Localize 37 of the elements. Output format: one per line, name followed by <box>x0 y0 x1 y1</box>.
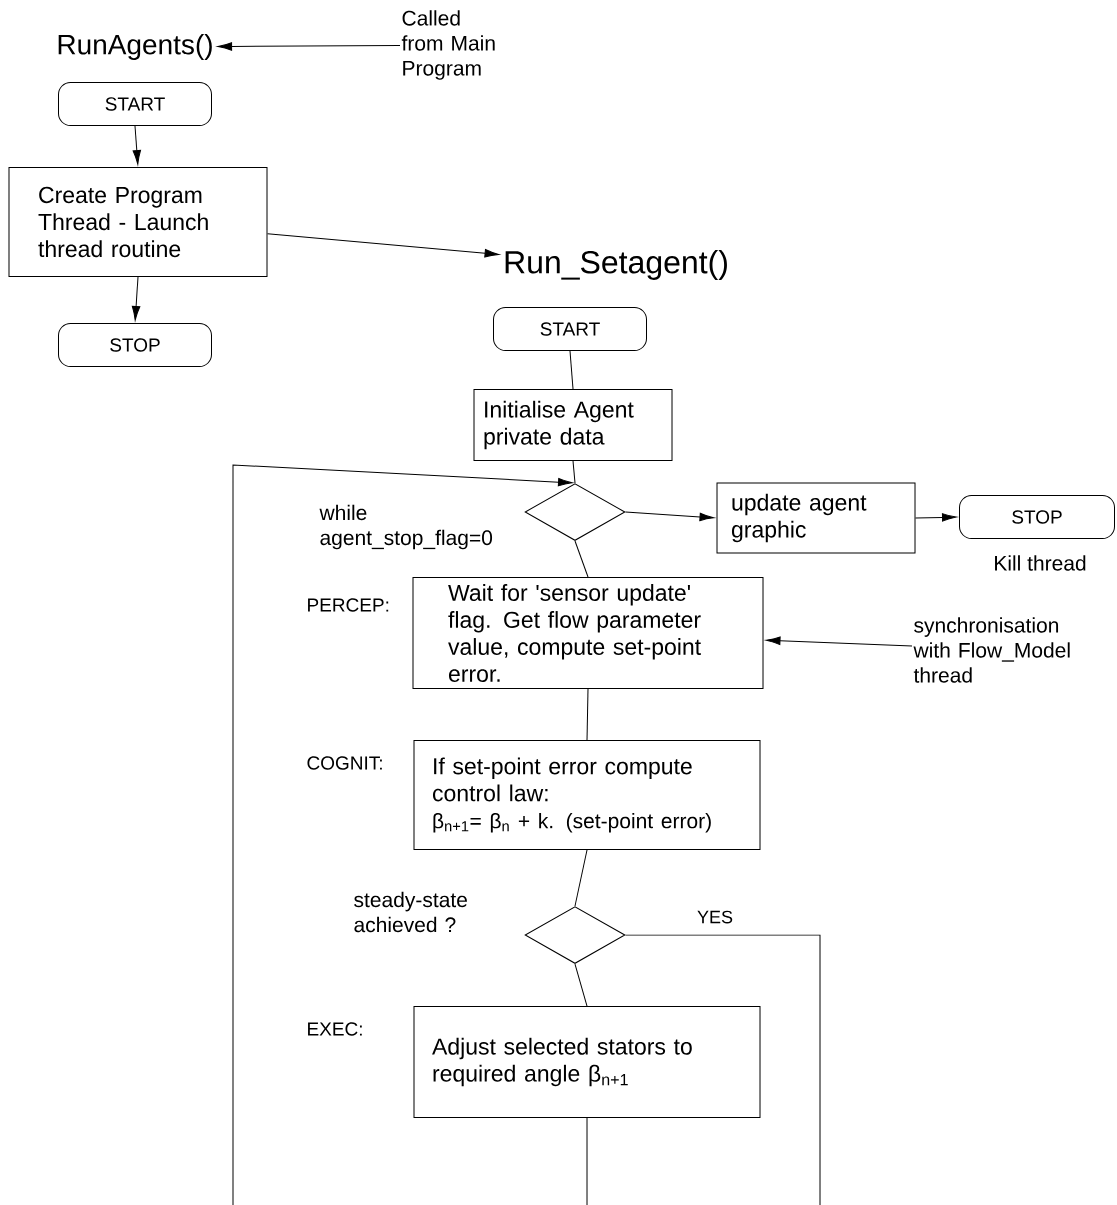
process-box: Wait for 'sensor update' flag. Get flow parameter value, compute set-point error. <box>412 577 764 689</box>
function-title: Run_Setagent() <box>505 250 727 280</box>
terminator: STOP <box>959 495 1115 539</box>
side-label: PERCEP: <box>308 598 389 612</box>
decision-diamond <box>524 906 626 964</box>
arrow <box>915 513 957 522</box>
process-box: Initialise Agent private data <box>473 389 673 461</box>
decision-diamond <box>524 483 626 541</box>
side-label: while agent_stop_flag=0 <box>319 504 493 550</box>
side-label: steady-state achieved ? <box>354 891 467 933</box>
note-text: synchronisation with Flow_Model thread <box>913 617 1070 683</box>
arrow <box>625 511 715 522</box>
terminator: START <box>58 82 212 126</box>
process-box: Create Program Thread - Launch thread routine <box>8 167 268 277</box>
arrow <box>232 464 588 1205</box>
connector-line <box>574 849 588 907</box>
arrow <box>765 636 913 647</box>
terminator: START <box>493 307 647 351</box>
function-title: RunAgents() <box>58 33 212 61</box>
connector-line <box>569 350 574 390</box>
connector-line <box>572 460 576 484</box>
edge-label: YES <box>696 909 734 925</box>
arrow <box>132 125 142 165</box>
connector-line <box>574 963 588 1007</box>
process-box: If set-point error compute control law: β$_{n+1}$= β$_{n}$ + k. (set-point error) <box>413 740 761 850</box>
arrow <box>131 276 141 321</box>
note-text: Called from Main Program <box>401 10 495 80</box>
arrow <box>267 233 500 258</box>
process-box: Adjust selected stators to required angle β$_{n+1}$ <box>413 1006 761 1118</box>
connector-line <box>625 934 821 1205</box>
side-label: COGNIT: <box>307 756 382 770</box>
connector-line <box>586 688 589 741</box>
process-box: update agent graphic <box>716 482 916 554</box>
side-label: EXEC: <box>308 1022 362 1036</box>
terminator: STOP <box>58 323 212 367</box>
side-label: Kill thread <box>995 555 1086 571</box>
connector-line <box>574 540 589 578</box>
